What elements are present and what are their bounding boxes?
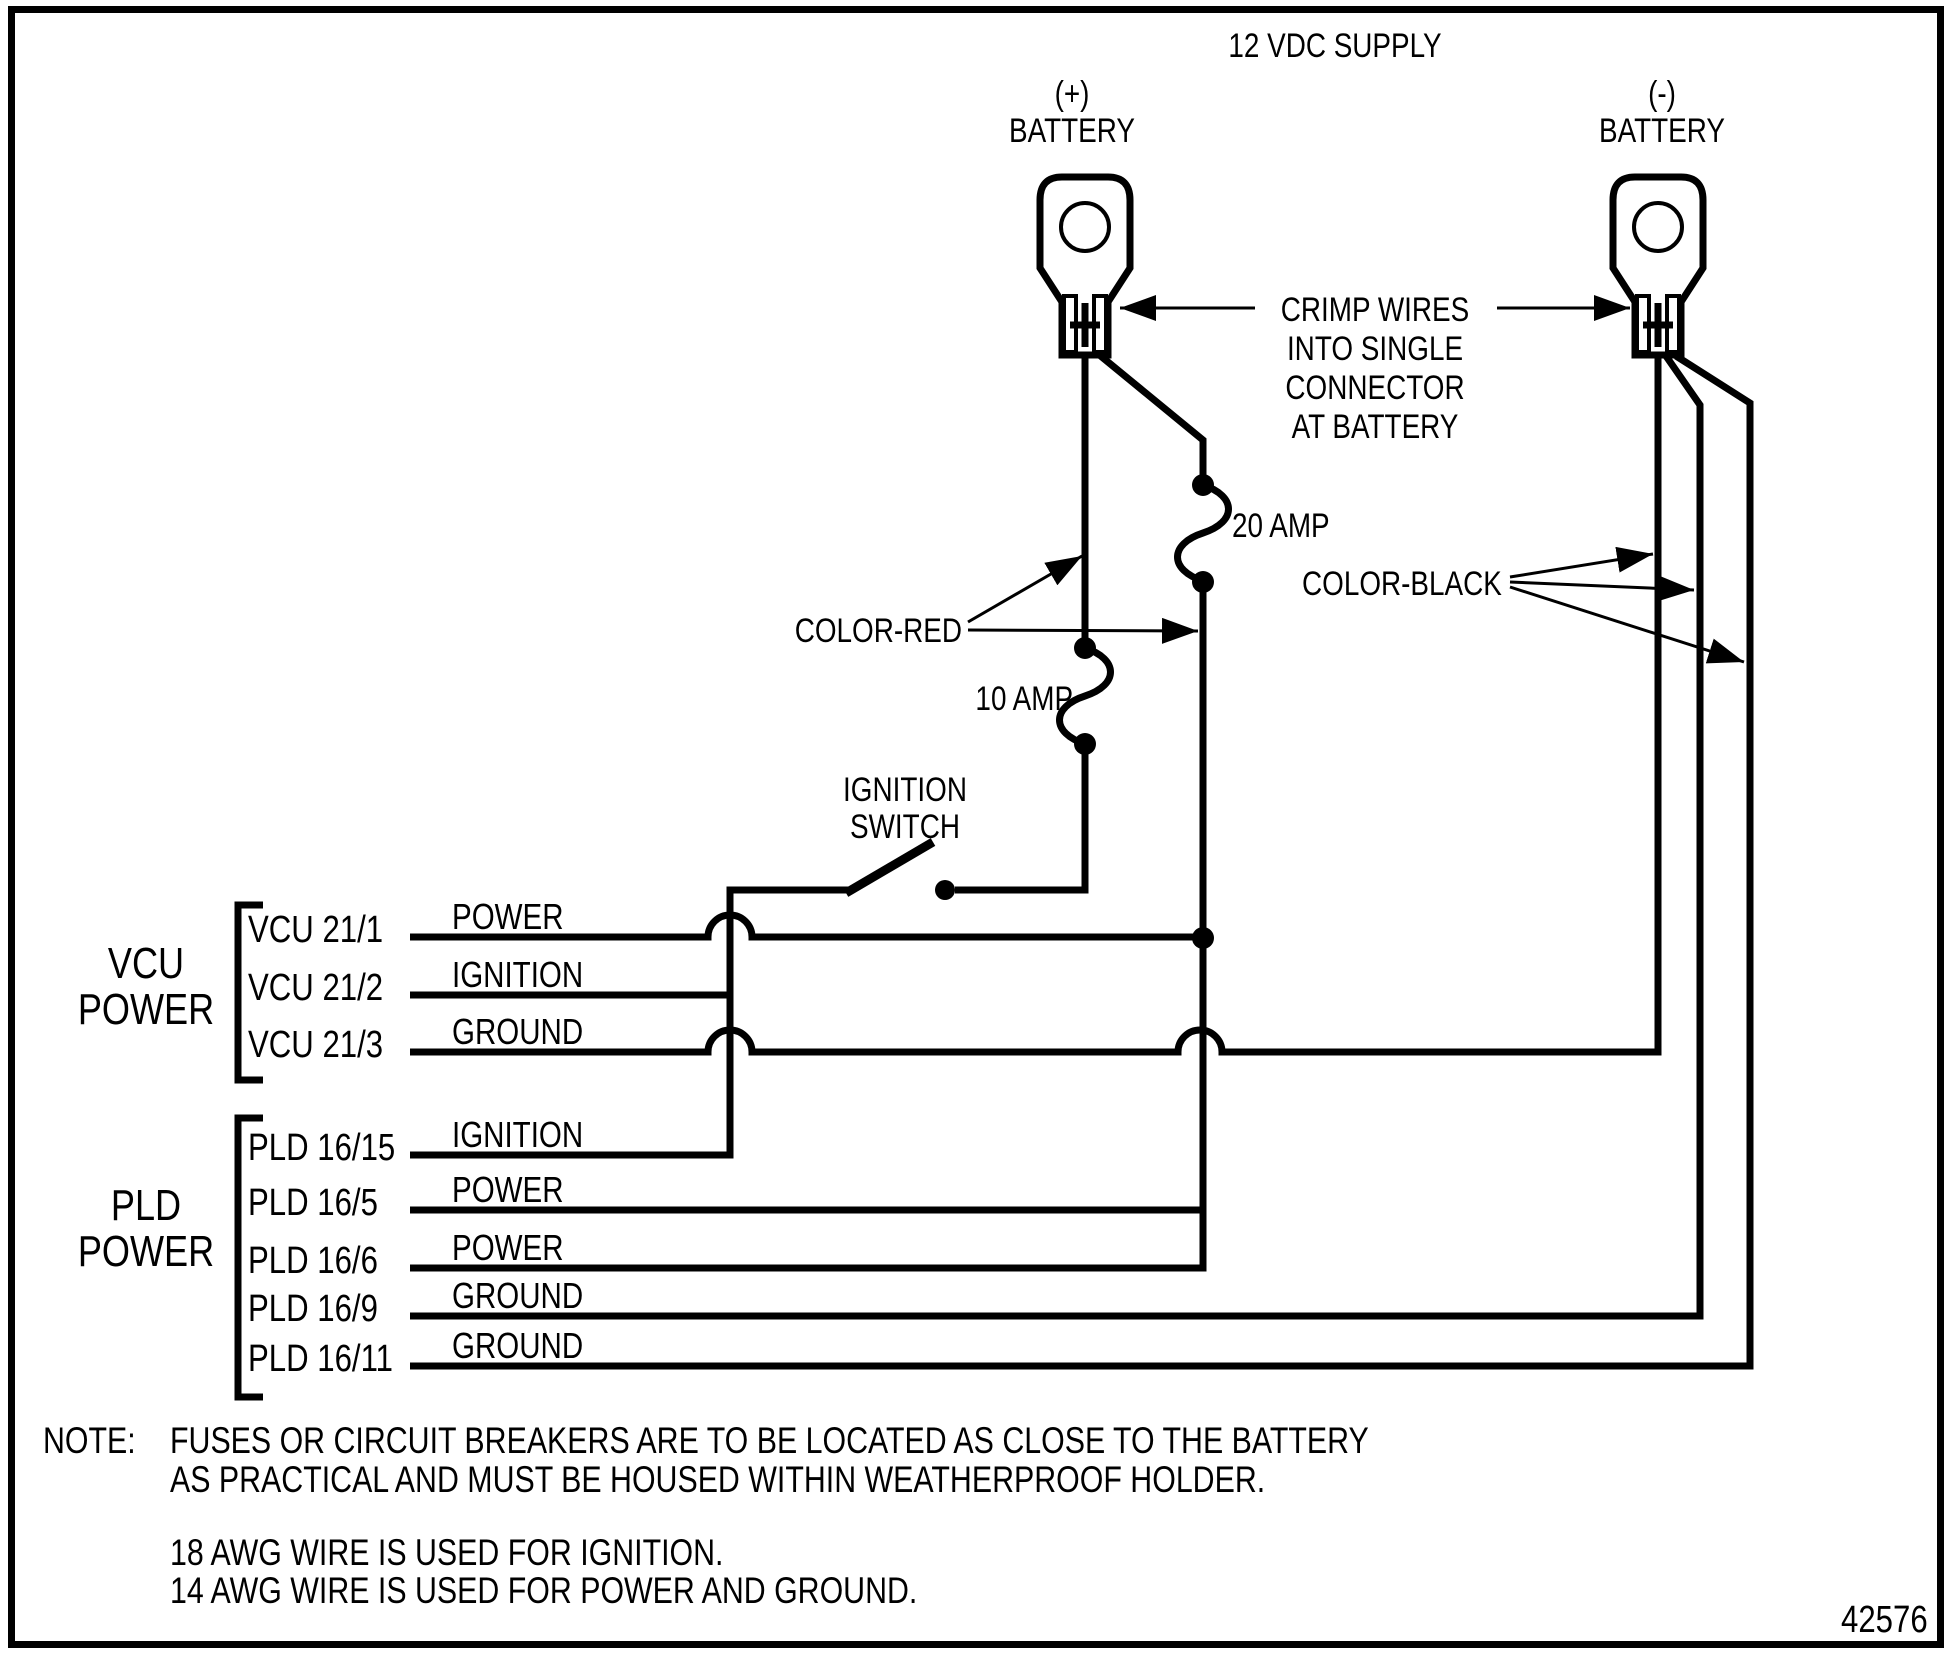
battery-positive-lug-icon xyxy=(1036,173,1134,359)
figure-number: 42576 xyxy=(1841,1599,1928,1641)
wire-red-to-20amp xyxy=(1094,350,1207,485)
vcu-section-label: VCU POWER xyxy=(77,939,215,1034)
junction-dot xyxy=(1192,571,1214,593)
junction-dot xyxy=(1074,733,1096,755)
pld-pin-16-15: PLD 16/15 xyxy=(248,1127,396,1169)
pld-signal-ignition: IGNITION xyxy=(452,1114,584,1155)
fuse-10amp-label: 10 AMP xyxy=(975,680,1073,718)
pld-pin-16-5: PLD 16/5 xyxy=(248,1182,378,1224)
color-black-arrow-1 xyxy=(1509,546,1654,579)
color-red-arrow-1 xyxy=(967,554,1083,624)
wire-switch-to-ignition-rows xyxy=(410,886,848,1159)
vcu-pin-21-3: VCU 21/3 xyxy=(248,1024,384,1066)
ignition-switch-blade xyxy=(843,838,936,897)
note-line-2: AS PRACTICAL AND MUST BE HOUSED WITHIN W… xyxy=(170,1459,1266,1500)
pld-signal-power-1: POWER xyxy=(452,1169,564,1210)
vcu-connector-bracket xyxy=(234,901,263,1084)
page-border xyxy=(8,6,1944,1648)
junction-dot xyxy=(1192,474,1214,496)
pld-signal-ground-1: GROUND xyxy=(452,1275,584,1316)
color-red-arrow-2 xyxy=(967,617,1199,644)
battery-negative-lug-icon xyxy=(1609,173,1707,359)
wire-10amp-to-switch xyxy=(955,744,1089,894)
vcu-pin-21-2: VCU 21/2 xyxy=(248,967,384,1009)
color-black-label: COLOR-BLACK xyxy=(1302,565,1502,603)
wire-vcu-power-row xyxy=(410,911,1203,941)
pld-signal-power-2: POWER xyxy=(452,1227,564,1268)
note-line-4: 14 AWG WIRE IS USED FOR POWER AND GROUND… xyxy=(170,1570,918,1611)
battery-positive-label: BATTERY xyxy=(1008,112,1136,150)
fuse-20amp-label: 20 AMP xyxy=(1232,507,1330,545)
battery-negative-label: BATTERY xyxy=(1598,112,1726,150)
color-black-arrow-2 xyxy=(1509,575,1695,602)
ignition-switch-contact-dot xyxy=(935,880,955,900)
wire-pld-ground-row-16-9 xyxy=(410,354,1704,1320)
color-black-arrow-3 xyxy=(1509,585,1745,664)
note-line-1: FUSES OR CIRCUIT BREAKERS ARE TO BE LOCA… xyxy=(170,1420,1369,1461)
junction-dot xyxy=(1074,637,1096,659)
wire-20amp-power-bus xyxy=(410,581,1207,1272)
supply-title: 12 VDC SUPPLY xyxy=(1228,27,1442,65)
pld-section-label: PLD POWER xyxy=(77,1181,215,1276)
pld-pin-16-6: PLD 16/6 xyxy=(248,1240,378,1282)
pld-pin-16-11: PLD 16/11 xyxy=(248,1338,393,1380)
fuse-10amp-symbol xyxy=(1056,644,1114,748)
vcu-pin-21-1: VCU 21/1 xyxy=(248,909,384,951)
wire-vcu-ground-row xyxy=(410,355,1662,1056)
battery-positive-polarity: (+) xyxy=(1054,75,1090,113)
fuse-20amp-symbol xyxy=(1174,481,1232,585)
crimp-note: CRIMP WIRES INTO SINGLE CONNECTOR AT BAT… xyxy=(1280,291,1470,446)
note-line-3: 18 AWG WIRE IS USED FOR IGNITION. xyxy=(170,1532,724,1573)
color-red-label: COLOR-RED xyxy=(794,612,962,650)
pld-connector-bracket xyxy=(234,1114,263,1401)
vcu-signal-ground: GROUND xyxy=(452,1011,584,1052)
pld-signal-ground-2: GROUND xyxy=(452,1325,584,1366)
vcu-signal-ignition: IGNITION xyxy=(452,954,584,995)
wire-pld-ground-row-16-11 xyxy=(410,353,1754,1370)
vcu-signal-power: POWER xyxy=(452,896,564,937)
ignition-switch-label: IGNITION SWITCH xyxy=(843,771,967,846)
junction-dot xyxy=(1192,927,1214,949)
note-prefix: NOTE: xyxy=(43,1420,136,1461)
battery-negative-polarity: (-) xyxy=(1648,75,1676,113)
pld-pin-16-9: PLD 16/9 xyxy=(248,1288,378,1330)
